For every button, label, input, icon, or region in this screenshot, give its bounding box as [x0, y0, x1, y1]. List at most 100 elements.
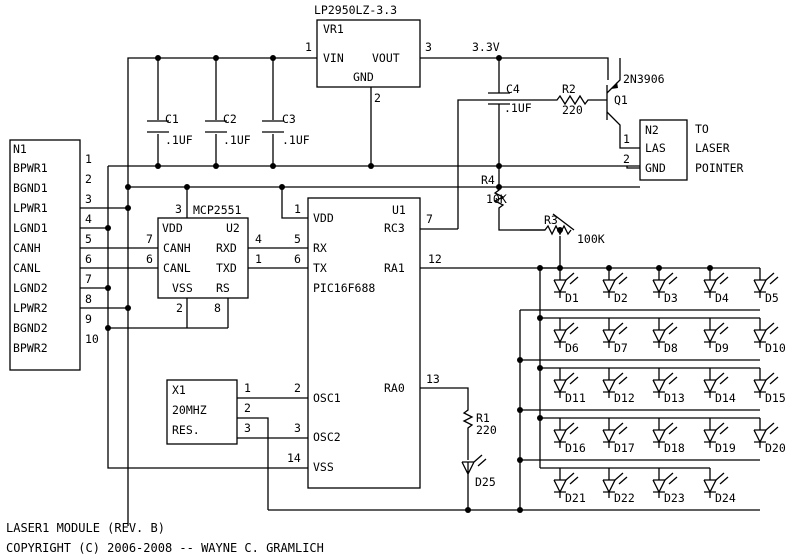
- q1-collector: [606, 111, 640, 149]
- n1-body: [9, 139, 81, 371]
- led-rays: [565, 472, 579, 485]
- u2-part: MCP2551: [193, 203, 242, 217]
- u1-vdd-wire: [281, 187, 308, 219]
- q1-transistor: 2N3906 Q1: [606, 58, 665, 149]
- led-rays: [715, 372, 729, 385]
- led-rays: [565, 422, 579, 435]
- vin-rail: [127, 57, 317, 526]
- led-symbol: [652, 268, 667, 294]
- led-rays: [715, 472, 729, 485]
- u1-rx-label: RX: [313, 241, 327, 255]
- n2-gnd-wire: [626, 166, 640, 169]
- u1-pin5: 5: [294, 232, 301, 246]
- n1-pin-name: LGND1: [13, 221, 48, 235]
- led-label: D18: [664, 441, 685, 455]
- c4-value: .1UF: [504, 101, 532, 115]
- led-label: D2: [614, 291, 628, 305]
- led-label: D19: [715, 441, 736, 455]
- u1-pin1: 1: [294, 202, 301, 216]
- led-symbol: [753, 368, 768, 394]
- r4-resistor: [493, 187, 545, 231]
- led-rays: [765, 372, 779, 385]
- vr1-pin1: 1: [305, 40, 312, 54]
- n2-desc-1: TO: [695, 122, 709, 136]
- c3-ref: C3: [282, 112, 296, 126]
- junction-dot: [368, 163, 374, 169]
- x1-freq: 20MHZ: [172, 403, 207, 417]
- r2-value: 220: [562, 103, 583, 117]
- cap-bottom-wires: [157, 134, 274, 166]
- u2-txd-label: TXD: [216, 261, 237, 275]
- junction-dot: [707, 265, 713, 271]
- n2-pin2: 2: [623, 152, 630, 166]
- c3-plates: [262, 120, 284, 133]
- led-label: D15: [765, 391, 786, 405]
- n1-pin-name: CANH: [13, 241, 41, 255]
- u2-rxd-label: RXD: [216, 241, 237, 255]
- x1-pin2: 2: [244, 401, 251, 415]
- junction-dot: [213, 163, 219, 169]
- x1-ref: X1: [172, 383, 186, 397]
- led-label: D14: [715, 391, 736, 405]
- r1-ref: R1: [476, 411, 490, 425]
- c3-value: .1UF: [282, 133, 310, 147]
- c4-plates: [488, 92, 510, 105]
- n1-ref: N1: [13, 142, 27, 156]
- n1-pin-number: 8: [85, 292, 92, 306]
- r4-ref: R4: [481, 173, 495, 187]
- led-label: D16: [565, 441, 586, 455]
- junction-dot: [537, 265, 543, 271]
- junction-dot: [496, 163, 502, 169]
- n1-pin-list: BPWR11BGND12LPWR13LGND14CANH5CANL6LGND27…: [13, 152, 99, 355]
- r2-ref: R2: [562, 82, 576, 96]
- net-3v3-label: 3.3V: [472, 40, 500, 54]
- junction-dot: [537, 315, 543, 321]
- vr1-part: LP2950LZ-3.3: [314, 3, 397, 17]
- c2-ref: C2: [223, 112, 237, 126]
- u2-ref: U2: [226, 221, 240, 235]
- r3-wiper: [552, 213, 575, 231]
- n1-pin-name: BGND2: [13, 321, 48, 335]
- led-symbol: [553, 268, 568, 294]
- led-symbol: [553, 368, 568, 394]
- u2-canl-label: CANL: [163, 261, 191, 275]
- junction-dots: [105, 55, 713, 513]
- vr1-ref: VR1: [323, 22, 344, 36]
- junction-dot: [105, 225, 111, 231]
- u1-pin13: 13: [426, 372, 440, 386]
- junction-dot: [105, 325, 111, 331]
- led-rays: [614, 472, 628, 485]
- x1-pin3: 3: [244, 421, 251, 435]
- d25-symbol: [461, 461, 475, 476]
- n1-pin-name: BGND1: [13, 181, 48, 195]
- led-label: D23: [664, 491, 685, 505]
- junction-dot: [517, 357, 523, 363]
- junction-dot: [125, 184, 131, 190]
- u2-body: [157, 217, 249, 299]
- junction-dot: [105, 285, 111, 291]
- n2-pin-las: LAS: [645, 141, 666, 155]
- rail-3v3: [420, 57, 609, 80]
- led-symbol: [753, 268, 768, 294]
- n2-desc-2: LASER: [695, 141, 730, 155]
- led-label: D17: [614, 441, 635, 455]
- n2-desc-3: POINTER: [695, 161, 744, 175]
- vr1-pin2: 2: [374, 91, 381, 105]
- led-column-buses: [519, 268, 541, 510]
- junction-dot: [496, 184, 502, 190]
- led-label: D4: [715, 291, 729, 305]
- led-symbol: [753, 418, 768, 444]
- led-label: D6: [565, 341, 579, 355]
- u1-vss-label: VSS: [313, 460, 334, 474]
- led-rays: [614, 422, 628, 435]
- led-rays: [765, 272, 779, 285]
- u1-body: [307, 197, 421, 489]
- u1-pin6: 6: [294, 252, 301, 266]
- led-label: D13: [664, 391, 685, 405]
- u2-canh-label: CANH: [163, 241, 191, 255]
- u2-pin6: 6: [146, 252, 153, 266]
- led-symbol: [602, 318, 617, 344]
- n1-pin-number: 2: [85, 172, 92, 186]
- r4-value: 10K: [486, 192, 507, 206]
